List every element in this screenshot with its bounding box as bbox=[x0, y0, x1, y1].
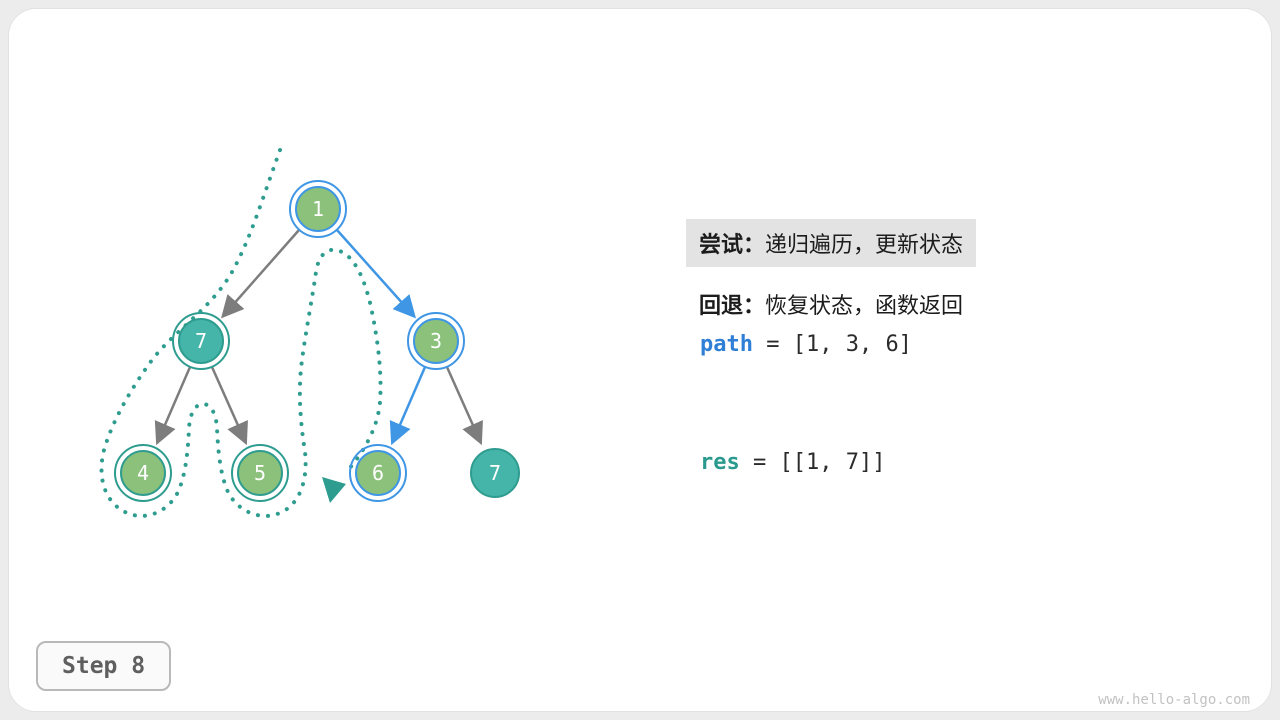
edge-1-7 bbox=[221, 229, 300, 319]
back-text: 恢复状态，函数返回 bbox=[765, 293, 964, 318]
path-line: path = [1, 3, 6] bbox=[700, 332, 912, 357]
tree-node-5: 5 bbox=[231, 444, 289, 502]
tree-nodes: 1 7 3 4 5 6 bbox=[114, 180, 520, 502]
back-label: 回退： bbox=[699, 293, 766, 318]
content-card bbox=[8, 8, 1272, 712]
try-line: 尝试：递归遍历，更新状态 bbox=[686, 219, 977, 267]
res-value: = [[1, 7]] bbox=[753, 450, 886, 475]
res-line: res = [[1, 7]] bbox=[700, 450, 885, 475]
node-value: 5 bbox=[254, 461, 266, 485]
watermark: www.hello-algo.com bbox=[1098, 692, 1250, 708]
try-label: 尝试： bbox=[699, 232, 766, 257]
path-value: = [1, 3, 6] bbox=[766, 332, 912, 357]
node-value: 3 bbox=[430, 329, 442, 353]
edge-3-7 bbox=[445, 366, 483, 446]
edge-1-3 bbox=[336, 229, 416, 319]
node-value: 1 bbox=[312, 197, 324, 221]
edge-7-4 bbox=[154, 366, 192, 446]
edge-7-5 bbox=[210, 366, 248, 446]
node-value: 4 bbox=[137, 461, 149, 485]
edge-3-6 bbox=[389, 366, 427, 446]
path-variable: path bbox=[700, 332, 753, 357]
try-text: 递归遍历，更新状态 bbox=[765, 232, 964, 257]
node-value: 7 bbox=[489, 461, 501, 485]
traversal-trace bbox=[99, 148, 383, 518]
tree-node-7-right: 7 bbox=[470, 448, 520, 498]
node-value: 7 bbox=[195, 329, 207, 353]
tree-edges bbox=[154, 229, 483, 446]
tree-node-1: 1 bbox=[289, 180, 347, 238]
res-variable: res bbox=[700, 450, 740, 475]
tree-node-7-left: 7 bbox=[172, 312, 230, 370]
tree-node-4: 4 bbox=[114, 444, 172, 502]
tree-node-6: 6 bbox=[349, 444, 407, 502]
node-value: 6 bbox=[372, 461, 384, 485]
back-line: 回退：恢复状态，函数返回 bbox=[699, 288, 963, 320]
step-badge: Step 8 bbox=[36, 641, 172, 691]
tree-node-3: 3 bbox=[407, 312, 465, 370]
try-highlight: 尝试：递归遍历，更新状态 bbox=[686, 219, 977, 267]
traversal-arrowhead bbox=[322, 477, 346, 503]
